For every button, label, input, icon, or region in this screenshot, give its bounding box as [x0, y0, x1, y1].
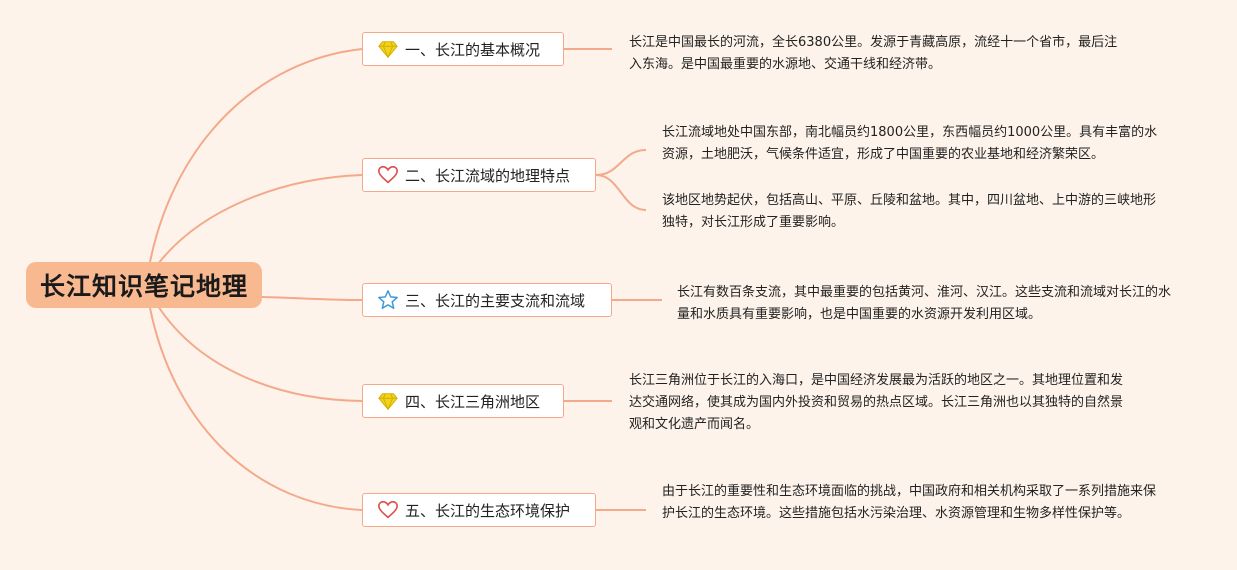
heart-icon — [377, 164, 399, 186]
branch-label-4: 四、长江三角洲地区 — [405, 392, 541, 411]
diamond-icon — [377, 38, 399, 60]
branch-node-5[interactable]: 五、长江的生态环境保护 — [362, 493, 596, 527]
star-icon — [377, 289, 399, 311]
heart-icon — [377, 499, 399, 521]
branch-label-5: 五、长江的生态环境保护 — [405, 501, 571, 520]
note-1: 长江是中国最长的河流，全长6380公里。发源于青藏高原，流经十一个省市，最后注入… — [629, 35, 1118, 72]
branch-node-1[interactable]: 一、长江的基本概况 — [362, 32, 564, 66]
root-title: 长江知识笔记地理 — [39, 272, 248, 301]
note-5: 由于长江的重要性和生态环境面临的挑战，中国政府和相关机构采取了一系列措施来保护长… — [662, 484, 1157, 521]
branch-2-to-note-a — [595, 149, 647, 176]
diamond-icon — [377, 390, 399, 412]
branch-label-1: 一、长江的基本概况 — [405, 40, 541, 59]
branch-label-3: 三、长江的主要支流和流域 — [405, 291, 586, 310]
branch-2-to-note-b — [595, 174, 647, 211]
note-3: 长江有数百条支流，其中最重要的包括黄河、淮河、汉江。这些支流和流域对长江的水量和… — [677, 285, 1172, 322]
root-to-branch-1 — [149, 48, 363, 263]
root-to-branch-3 — [261, 296, 363, 301]
note-2b: 该地区地势起伏，包括高山、平原、丘陵和盆地。其中，四川盆地、上中游的三峡地形独特… — [662, 193, 1157, 230]
branch-node-4[interactable]: 四、长江三角洲地区 — [362, 384, 564, 418]
root-node[interactable]: 长江知识笔记地理 — [26, 262, 262, 308]
branch-label-2: 二、长江流域的地理特点 — [405, 166, 571, 185]
root-to-branch-2 — [157, 174, 363, 265]
root-to-branch-4 — [157, 305, 363, 402]
root-to-branch-5 — [149, 307, 363, 511]
branch-node-2[interactable]: 二、长江流域的地理特点 — [362, 158, 596, 192]
note-4: 长江三角洲位于长江的入海口，是中国经济发展最为活跃的地区之一。其地理位置和发达交… — [629, 373, 1124, 432]
note-2a: 长江流域地处中国东部，南北幅员约1800公里，东西幅员约1000公里。具有丰富的… — [662, 125, 1158, 162]
branch-node-3[interactable]: 三、长江的主要支流和流域 — [362, 283, 612, 317]
